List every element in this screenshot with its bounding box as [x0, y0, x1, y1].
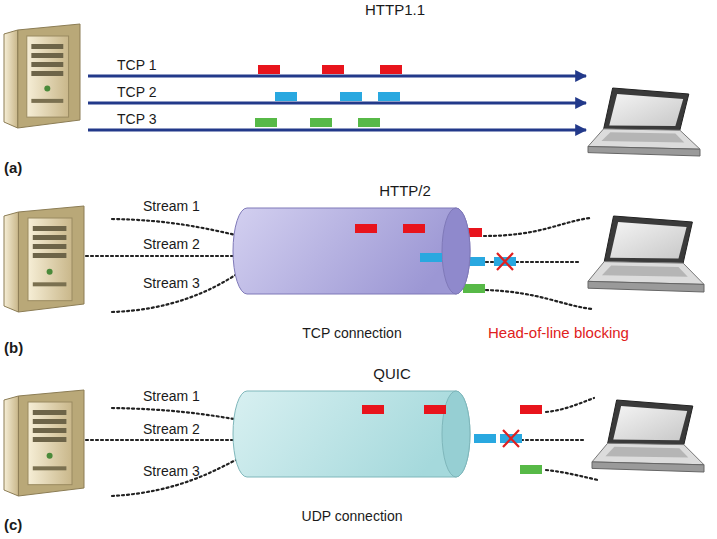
packet: [362, 405, 384, 414]
laptop-icon: [592, 400, 704, 472]
packet: [355, 224, 377, 233]
stream-path: [484, 218, 590, 236]
panel-letter: (b): [4, 340, 23, 356]
packet: [255, 118, 277, 127]
note-label: Head-of-line blocking: [488, 325, 629, 341]
panel-title: QUIC: [373, 366, 411, 382]
panel-letter: (c): [4, 517, 22, 533]
packet: [474, 434, 496, 443]
panel-letter: (a): [4, 160, 22, 176]
packet: [380, 65, 402, 74]
stream-path: [112, 272, 240, 312]
server-icon: [4, 206, 84, 312]
stream-path: [86, 255, 240, 257]
laptop-icon: [588, 216, 704, 292]
tube-label: UDP connection: [302, 508, 403, 524]
stream-path: [112, 458, 240, 496]
flow-label: Stream 1: [143, 198, 200, 214]
packet: [420, 253, 442, 262]
server-icon: [4, 24, 80, 128]
packet: [340, 92, 362, 101]
panel-title: HTTP/2: [379, 183, 431, 199]
stream-path: [112, 408, 240, 420]
flow-label: Stream 3: [143, 463, 200, 479]
connection-tube: TCP connection: [232, 207, 472, 295]
stream-path: [546, 470, 598, 480]
tcp-arrow: [88, 75, 586, 78]
flow-label: Stream 3: [143, 275, 200, 291]
flow-label: TCP 1: [117, 57, 156, 73]
tcp-arrow: [88, 129, 586, 132]
loss-mark: [503, 430, 519, 447]
packet: [378, 92, 400, 101]
flow-label: TCP 2: [117, 84, 156, 100]
packet: [424, 405, 446, 414]
panel-title: HTTP1.1: [365, 2, 425, 18]
flow-label: Stream 1: [143, 388, 200, 404]
flow-label: TCP 3: [117, 111, 156, 127]
connection-tube: UDP connection: [232, 390, 472, 478]
tube-label: TCP connection: [302, 325, 401, 341]
server-icon: [4, 390, 84, 496]
packet: [463, 284, 485, 293]
stream-path: [86, 439, 240, 441]
packet: [310, 118, 332, 127]
tube-shape: [232, 390, 472, 478]
packet: [520, 405, 542, 414]
tube-shape: [232, 207, 472, 295]
stream-path: [546, 398, 594, 412]
packet: [322, 65, 344, 74]
stream-path: [112, 219, 240, 236]
loss-mark: [497, 253, 513, 270]
tcp-arrow: [88, 102, 586, 105]
stream-path: [516, 439, 584, 441]
flow-label: Stream 2: [143, 421, 200, 437]
packet: [358, 118, 380, 127]
packet: [520, 465, 542, 474]
packet: [258, 65, 280, 74]
flow-label: Stream 2: [143, 236, 200, 252]
packet: [403, 224, 425, 233]
packet: [275, 92, 297, 101]
stream-path: [486, 290, 592, 309]
laptop-icon: [588, 88, 700, 156]
